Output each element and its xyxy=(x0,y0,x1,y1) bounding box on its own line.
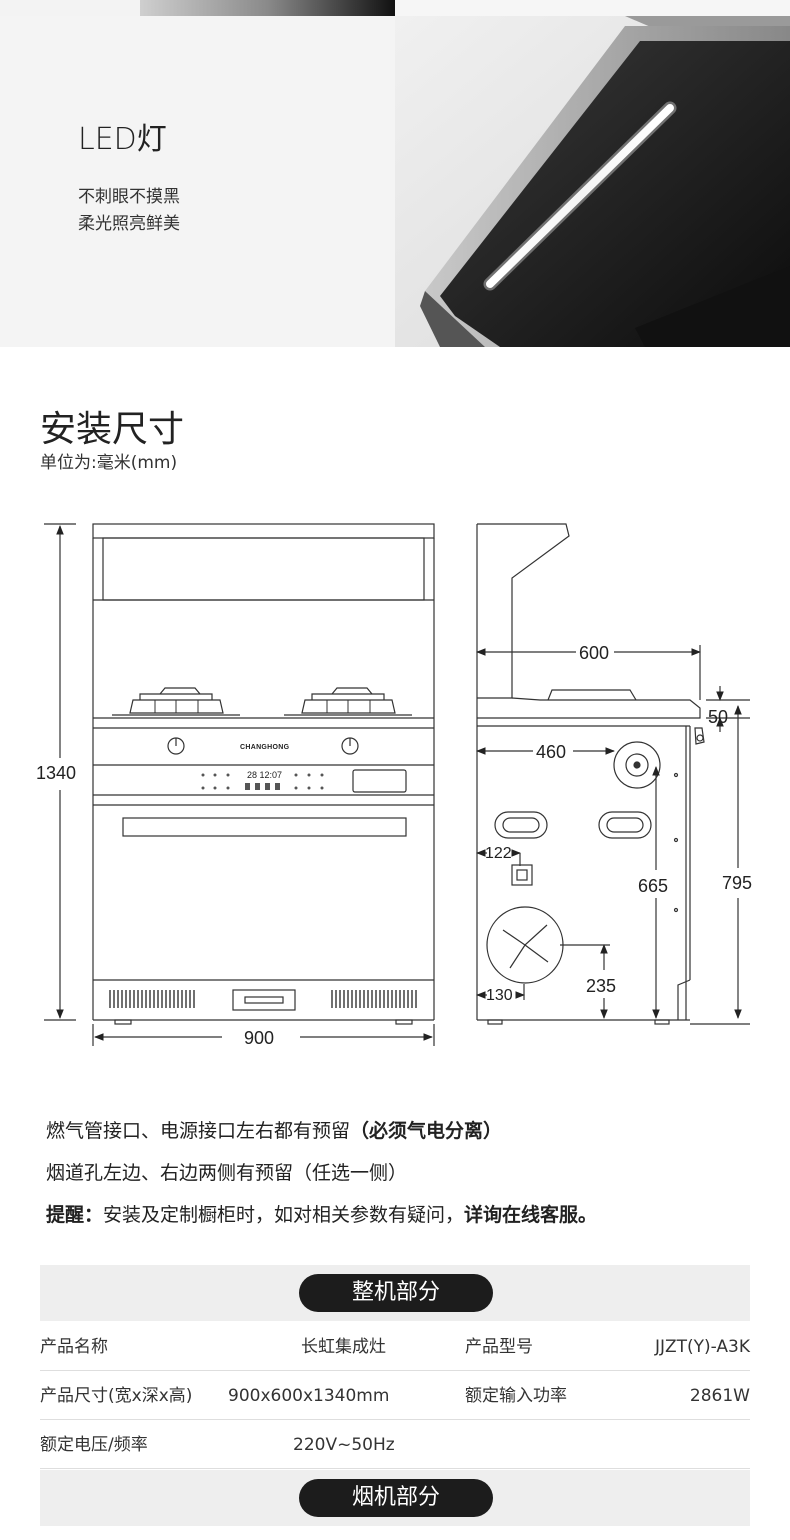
led-desc-line-1: 不刺眼不摸黑 xyxy=(78,187,180,207)
dim-665: 665 xyxy=(638,876,668,896)
dim-50: 50 xyxy=(708,707,728,727)
section-pill-hood: 烟机部分 xyxy=(299,1479,493,1517)
spec-key: 产品名称 xyxy=(40,1337,108,1357)
spec-key: 产品尺寸(宽x深x高) xyxy=(40,1386,193,1406)
dim-795: 795 xyxy=(722,873,752,893)
spec-row: 产品尺寸(宽x深x高) 900x600x1340mm 额定输入功率 2861W xyxy=(40,1371,750,1420)
spec-key: 额定输入功率 xyxy=(465,1386,567,1406)
dim-460: 460 xyxy=(536,742,566,762)
note-1-bold: （必须气电分离） xyxy=(350,1120,503,1142)
spec-value: 长虹集成灶 xyxy=(301,1337,386,1357)
led-section: LED灯 不刺眼不摸黑 柔光照亮鲜美 xyxy=(0,16,790,347)
note-line-1: 燃气管接口、电源接口左右都有预留（必须气电分离） xyxy=(46,1110,597,1152)
note-3-text: 安装及定制橱柜时，如对相关参数有疑问， xyxy=(103,1204,465,1226)
spec-key: 额定电压/频率 xyxy=(40,1435,148,1455)
spec-row: 额定电压/频率 220V~50Hz xyxy=(40,1420,750,1469)
dim-122: 122 xyxy=(485,845,512,862)
dim-235: 235 xyxy=(586,976,616,996)
dim-height: 1340 xyxy=(36,763,76,783)
dim-130: 130 xyxy=(486,987,513,1004)
dimension-drawing: CHANGHONG 28 12:07 1340 900 600 50 460 1… xyxy=(36,523,752,1048)
install-notes: 燃气管接口、电源接口左右都有预留（必须气电分离） 烟道孔左边、右边两侧有预留（任… xyxy=(46,1110,597,1236)
dim-width: 900 xyxy=(244,1028,274,1048)
note-3-label: 提醒： xyxy=(46,1204,104,1226)
led-description: 不刺眼不摸黑 柔光照亮鲜美 xyxy=(78,184,180,238)
spec-value: 900x600x1340mm xyxy=(228,1386,390,1406)
top-strip xyxy=(0,0,790,17)
spec-section-hood: 烟机部分 xyxy=(40,1470,750,1526)
top-photo-fragment-right xyxy=(395,0,790,17)
led-desc-line-2: 柔光照亮鲜美 xyxy=(78,214,180,234)
control-panel-icons xyxy=(201,773,324,790)
spec-key: 产品型号 xyxy=(465,1337,533,1357)
spec-value: 220V~50Hz xyxy=(293,1435,395,1455)
note-1-text: 燃气管接口、电源接口左右都有预留 xyxy=(46,1120,351,1142)
top-photo-fragment xyxy=(140,0,395,16)
led-light-photo xyxy=(395,16,790,347)
vent-slots xyxy=(109,990,417,1008)
panel-clock: 28 12:07 xyxy=(247,770,282,780)
note-line-2: 烟道孔左边、右边两侧有预留（任选一侧） xyxy=(46,1162,408,1184)
install-title: 安装尺寸 xyxy=(40,409,185,450)
spec-value: 2861W xyxy=(689,1386,750,1406)
led-title: LED灯 xyxy=(78,122,167,157)
note-line-3: 提醒：安装及定制橱柜时，如对相关参数有疑问，详询在线客服。 xyxy=(46,1194,597,1236)
hood-led-illustration xyxy=(395,16,790,347)
brand-logo: CHANGHONG xyxy=(240,744,290,751)
section-pill-whole: 整机部分 xyxy=(299,1274,493,1312)
dim-depth: 600 xyxy=(579,643,609,663)
spec-value: JJZT(Y)-A3K xyxy=(654,1337,750,1357)
spec-section-whole: 整机部分 xyxy=(40,1265,750,1321)
dimension-diagram: CHANGHONG 28 12:07 1340 900 600 50 460 1… xyxy=(0,500,790,1070)
note-3-bold: 详询在线客服。 xyxy=(464,1204,598,1226)
install-unit: 单位为:毫米(mm) xyxy=(40,453,178,473)
spec-row: 产品名称 长虹集成灶 产品型号 JJZT(Y)-A3K xyxy=(40,1322,750,1371)
